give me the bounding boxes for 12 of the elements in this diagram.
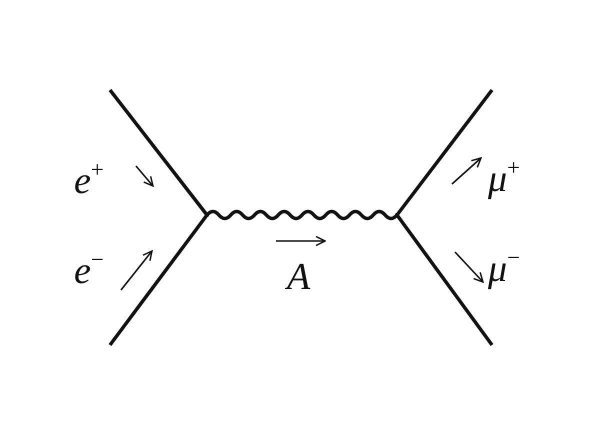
edge-label: μ$^{+}$ <box>488 160 520 198</box>
particle-line <box>396 88 494 216</box>
edge-label: A <box>287 258 310 296</box>
particle-line <box>108 214 208 346</box>
vertex-dot <box>395 213 399 217</box>
particle-line <box>108 88 208 216</box>
edge-label: e$^{+}$ <box>74 162 104 200</box>
vertex-dot <box>205 213 209 217</box>
wavy-line <box>206 210 398 220</box>
particle-line <box>396 214 494 346</box>
edge-label: e$^{−}$ <box>74 252 104 290</box>
edge-label: μ$^{−}$ <box>488 250 520 288</box>
